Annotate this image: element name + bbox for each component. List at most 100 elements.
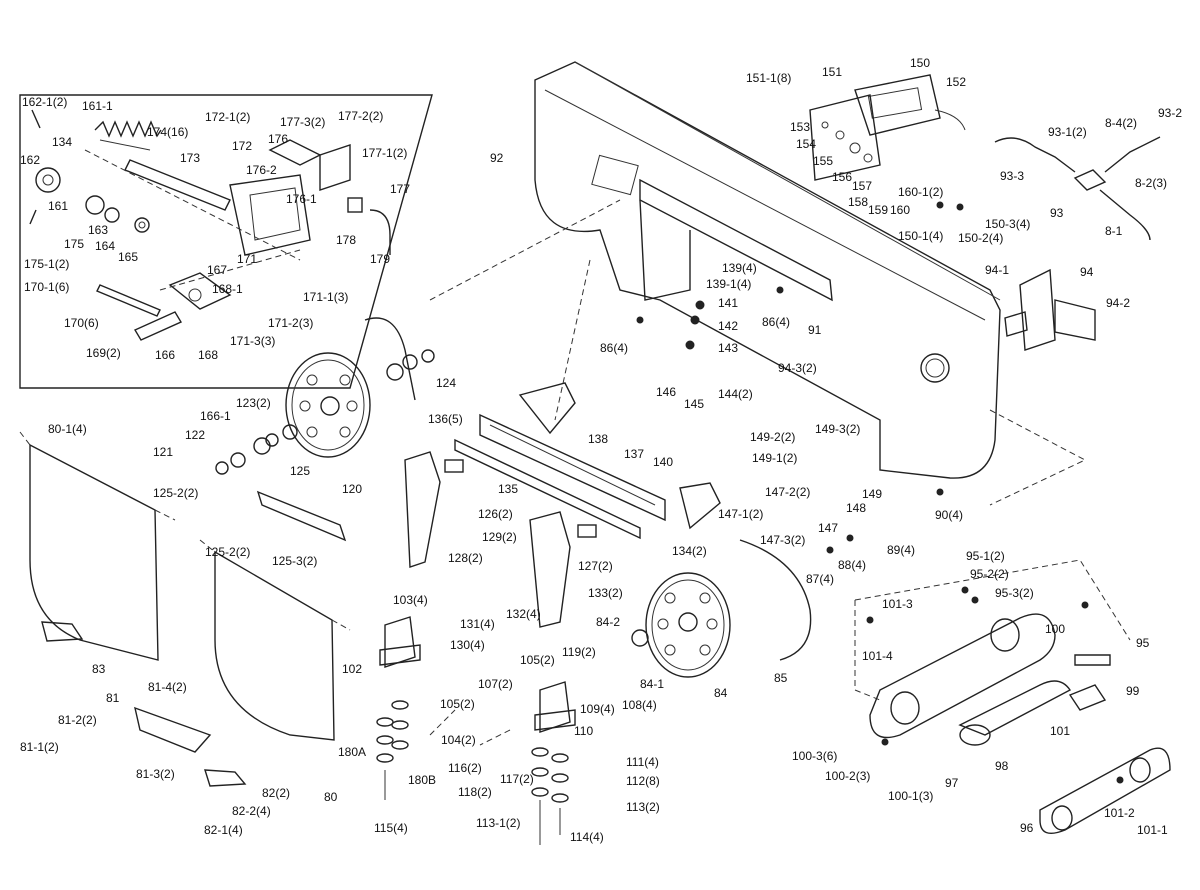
part-label: 81-3(2) [136, 767, 175, 781]
part-label: 88(4) [838, 558, 866, 572]
part-label: 177-3(2) [280, 115, 325, 129]
part-label: 168-1 [212, 282, 243, 296]
part-label: 149-3(2) [815, 422, 860, 436]
bracket-83 [41, 621, 84, 642]
part-label: 180B [408, 773, 436, 787]
housing-92 [534, 61, 1001, 479]
part-label: 177-2(2) [338, 109, 383, 123]
part-label: 113(2) [626, 800, 660, 814]
part-label: 170(6) [64, 316, 99, 330]
part-label: 133(2) [588, 586, 623, 600]
part-label: 125 [290, 464, 310, 478]
part-label: 171 [237, 252, 257, 266]
part-label: 177 [390, 182, 410, 196]
part-label: 86(4) [600, 341, 628, 355]
part-label: 178 [336, 233, 356, 247]
part-label: 86(4) [762, 315, 790, 329]
part-label: 147-1(2) [718, 507, 763, 521]
part-label: 125-3(2) [272, 554, 317, 568]
part-label: 93-3 [1000, 169, 1024, 183]
part-label: 136(5) [428, 412, 463, 426]
part-label: 94-3(2) [778, 361, 817, 375]
part-label: 91 [808, 323, 822, 337]
part-label: 8-1 [1105, 224, 1123, 238]
wheel-84 [631, 572, 731, 678]
part-label: 147-2(2) [765, 485, 810, 499]
belt-assembly [854, 559, 1171, 834]
part-labels: 162-1(2) 161-1 134 162 161 174(16) 173 1… [20, 56, 1182, 844]
part-label: 105(2) [520, 653, 555, 667]
part-label: 167 [207, 263, 227, 277]
part-label: 169(2) [86, 346, 121, 360]
part-label: 172-1(2) [205, 110, 250, 124]
part-label: 113-1(2) [476, 816, 520, 830]
part-label: 153 [790, 120, 810, 134]
part-label: 87(4) [806, 572, 834, 586]
guide-rail-137 [454, 382, 721, 540]
part-label: 134 [52, 135, 72, 149]
part-label: 149 [862, 487, 882, 501]
part-label: 138 [588, 432, 608, 446]
part-label: 146 [656, 385, 676, 399]
part-label: 89(4) [887, 543, 915, 557]
part-label: 168 [198, 348, 218, 362]
bracket-81 [134, 706, 212, 753]
part-label: 101-4 [862, 649, 893, 663]
part-label: 112(8) [626, 774, 660, 788]
part-label: 152 [946, 75, 966, 89]
part-label: 108(4) [622, 698, 657, 712]
part-label: 171-1(3) [303, 290, 348, 304]
part-label: 142 [718, 319, 738, 333]
part-label: 151 [822, 65, 842, 79]
part-label: 161-1 [82, 99, 113, 113]
part-label: 119(2) [562, 645, 596, 659]
part-label: 94-1 [985, 263, 1009, 277]
part-label: 145 [684, 397, 704, 411]
part-label: 82(2) [262, 786, 290, 800]
part-label: 164 [95, 239, 115, 253]
part-label: 137 [624, 447, 644, 461]
part-label: 81 [106, 691, 120, 705]
part-label: 84-2 [596, 615, 620, 629]
part-label: 122 [185, 428, 205, 442]
part-label: 127(2) [578, 559, 613, 573]
part-label: 94-2 [1106, 296, 1130, 310]
part-label: 93-1(2) [1048, 125, 1087, 139]
part-label: 130(4) [450, 638, 485, 652]
part-label: 114(4) [570, 830, 604, 844]
part-label: 139(4) [722, 261, 757, 275]
part-label: 171-3(3) [230, 334, 275, 348]
guide-block-110 [534, 681, 576, 733]
part-label: 147-3(2) [760, 533, 805, 547]
part-label: 174(16) [147, 125, 188, 139]
part-label: 92 [490, 151, 504, 165]
cover-80 [214, 550, 335, 741]
part-label: 165 [118, 250, 138, 264]
part-label: 81-2(2) [58, 713, 97, 727]
part-label: 124 [436, 376, 456, 390]
part-label: 100-1(3) [888, 789, 933, 803]
part-label: 8-4(2) [1105, 116, 1137, 130]
switch-box-150 [809, 74, 966, 181]
part-label: 160-1(2) [898, 185, 943, 199]
part-label: 99 [1126, 684, 1140, 698]
part-label: 110 [574, 724, 593, 738]
part-label: 100-2(3) [825, 769, 870, 783]
motor-94 [1004, 268, 1096, 351]
part-label: 163 [88, 223, 108, 237]
part-label: 83 [92, 662, 106, 676]
part-label: 177-1(2) [362, 146, 407, 160]
part-label: 115(4) [374, 821, 408, 835]
part-label: 101-2 [1104, 806, 1135, 820]
part-label: 126(2) [478, 507, 513, 521]
fasteners [636, 201, 1124, 784]
part-label: 125-2(2) [153, 486, 198, 500]
part-label: 170-1(6) [24, 280, 69, 294]
inset-parts [29, 109, 391, 341]
part-label: 159 [868, 203, 888, 217]
part-label: 149-1(2) [752, 451, 797, 465]
part-label: 85 [774, 671, 788, 685]
part-label: 175 [64, 237, 84, 251]
part-label: 102 [342, 662, 362, 676]
